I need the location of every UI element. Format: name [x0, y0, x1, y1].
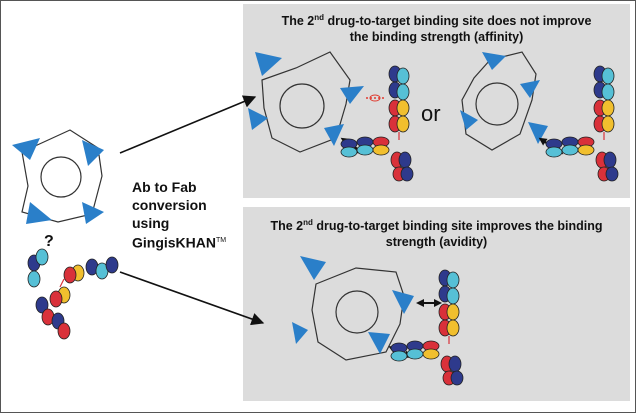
domain-navy [105, 256, 119, 274]
target-antigen-triangles-avidity [292, 256, 414, 354]
domain-yellow [601, 99, 615, 117]
domain-yellow [422, 348, 440, 360]
domain-cyan [446, 287, 460, 305]
domain-cyan [601, 67, 615, 85]
domain-cyan [356, 144, 374, 156]
domain-navy [605, 166, 619, 182]
domain-yellow [396, 99, 410, 117]
affinity-title-line1: drug-to-target binding site does not imp… [324, 14, 592, 29]
conversion-label-line1: Ab to Fab [132, 179, 197, 195]
affinity-panel: The 2nd drug-to-target binding site does… [243, 4, 630, 198]
domain-cyan [340, 146, 358, 158]
avidity-panel-title: The 2nd drug-to-target binding site impr… [243, 215, 630, 250]
domain-yellow [577, 144, 595, 156]
domain-yellow [372, 144, 390, 156]
domain-cyan [406, 348, 424, 360]
conversion-label: Ab to Fab conversion using GingisKHANTM [132, 178, 242, 252]
target-cell-affinity-2 [461, 51, 537, 151]
domain-cyan [396, 67, 410, 85]
or-label: or [421, 101, 441, 126]
target-cell-affinity-1 [261, 51, 351, 153]
domain-yellow [396, 115, 410, 133]
domain-yellow [601, 115, 615, 133]
no-binding-marker [366, 94, 384, 102]
target-antigen-triangles-affinity-1 [248, 52, 364, 146]
domain-cyan [35, 248, 49, 266]
avidity-title-sup: nd [303, 218, 313, 227]
domain-red [49, 290, 63, 308]
domain-cyan [446, 271, 460, 289]
domain-cyan [561, 144, 579, 156]
avidity-title-prefix: The 2 [270, 219, 304, 234]
domain-cyan [601, 83, 615, 101]
domain-cyan [390, 350, 408, 362]
domain-red [57, 322, 71, 340]
domain-navy [35, 296, 49, 314]
domain-navy [448, 355, 462, 373]
avidity-title-line1: drug-to-target binding site improves the… [312, 219, 603, 234]
target-antigen-triangles-affinity-2 [460, 52, 548, 144]
domain-cyan [396, 83, 410, 101]
domain-navy [398, 151, 412, 169]
avidity-title-line2: strength (avidity) [385, 235, 488, 250]
domain-navy [450, 370, 464, 386]
antibody-affinity-1 [340, 65, 414, 182]
arrow-to-avidity-panel [119, 271, 265, 326]
antibody-left [27, 248, 119, 340]
domain-yellow [446, 303, 460, 321]
hinge-line [59, 278, 65, 288]
target-antigen-triangles-left [12, 138, 104, 224]
target-cell-left [21, 129, 103, 223]
domain-red [63, 266, 77, 284]
domain-cyan [27, 270, 41, 288]
conversion-label-line3: using [132, 215, 170, 231]
target-cell-avidity [311, 267, 405, 361]
affinity-title-sup: nd [314, 13, 325, 22]
trademark-symbol: TM [216, 237, 227, 244]
domain-navy [400, 166, 414, 182]
antibody-affinity-2 [545, 65, 619, 182]
question-mark: ? [44, 233, 54, 250]
affinity-title-prefix: The 2 [281, 14, 315, 29]
antibody-avidity [390, 269, 464, 386]
arrow-to-affinity-panel [119, 95, 257, 154]
conversion-label-line2: conversion [132, 197, 207, 213]
domain-cyan [545, 146, 563, 158]
affinity-title-line2: the binding strength (affinity) [349, 30, 524, 45]
domain-navy [603, 151, 617, 169]
domain-yellow [446, 319, 460, 337]
conversion-label-line4: GingisKHAN [132, 234, 216, 251]
affinity-panel-title: The 2nd drug-to-target binding site does… [243, 10, 630, 45]
